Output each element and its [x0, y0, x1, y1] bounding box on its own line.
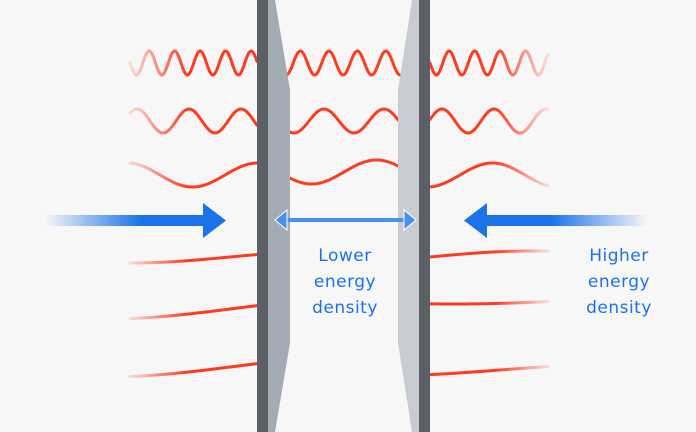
inside-wave	[277, 49, 411, 77]
lower-energy-density-label: Lower energy density	[296, 243, 394, 321]
inside-wave	[277, 107, 411, 135]
outside-wave-right	[428, 161, 550, 189]
outside-wave-right	[428, 365, 550, 377]
wave-group	[128, 49, 550, 379]
label-line: density	[586, 298, 652, 318]
left-plate-face	[268, 0, 290, 432]
outside-wave-left	[128, 362, 259, 379]
label-line: energy	[587, 272, 651, 292]
outside-wave-left	[128, 49, 259, 77]
outside-wave-left	[128, 107, 259, 135]
double-headed-arrow-icon	[274, 208, 417, 232]
higher-energy-density-label: Higher energy density	[572, 243, 666, 321]
right-plate	[419, 0, 430, 432]
force-arrow-right-icon	[45, 203, 226, 238]
label-line: Higher	[589, 246, 649, 266]
label-line: Lower	[318, 246, 372, 266]
left-plate	[257, 0, 268, 432]
outside-wave-right	[428, 49, 550, 77]
outside-wave-left	[128, 304, 259, 321]
outside-wave-right	[428, 300, 550, 306]
force-arrow-left-icon	[464, 203, 648, 238]
outside-wave-right	[428, 249, 550, 259]
label-line: density	[312, 298, 378, 318]
inside-wave	[277, 158, 411, 186]
label-line: energy	[313, 272, 377, 292]
outside-wave-left	[128, 161, 259, 189]
outside-wave-right	[428, 107, 550, 135]
outside-wave-left	[128, 253, 259, 265]
